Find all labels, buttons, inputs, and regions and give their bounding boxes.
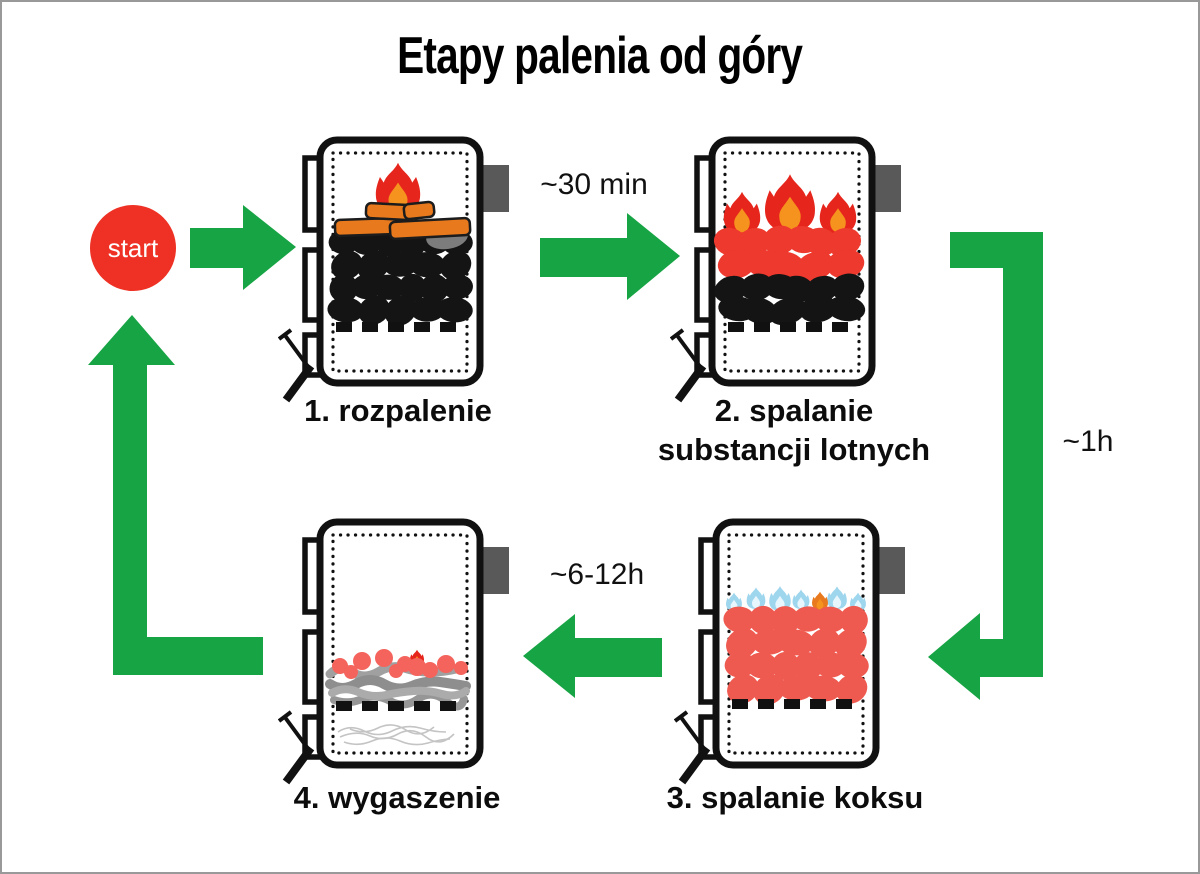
page-title: Etapy palenia od góry [0,26,1200,86]
stage-3-label: 3. spalanie koksu [666,780,924,815]
stage-1-label: 1. rozpalenie [304,393,492,428]
stove-graphic-spalanie-lotnych [669,136,901,403]
combustion-chamber-outline [727,533,865,755]
embers-icon [332,649,468,679]
stove-icon-stage-3 [673,514,909,786]
stove-graphic-spalanie-koksu [673,518,905,785]
arrow-stage4-to-start [88,315,263,675]
combustion-chamber-outline [331,151,469,373]
start-node: start [90,205,176,291]
damper-lever-icon [277,710,315,785]
damper-lever-icon [277,328,315,403]
stage-2-label-line2: substancji lotnych [657,432,931,467]
stage-2-label: 2. spalanie substancji lotnych [624,391,964,469]
stove-icon-stage-4 [277,514,513,786]
damper-lever-icon [669,328,707,403]
combustion-chamber-outline [331,533,469,755]
flame-icon [792,589,810,609]
arrow-stage2-to-stage3 [928,232,1043,700]
duration-label-stage2-3: ~1h [1062,425,1114,458]
stage-2-label-line1: 2. spalanie [714,393,874,428]
arrow-stage1-to-stage2 [540,213,680,300]
stage-4-label: 4. wygaszenie [293,780,501,815]
stove-graphic-wygaszenie [277,518,509,785]
duration-label-stage1-2: ~30 min [540,168,648,201]
flame-icon [723,191,761,234]
kindling-wood-icon [333,200,472,241]
damper-lever-icon [673,710,711,785]
flame-icon [812,591,828,610]
flame-icon [819,191,857,234]
stove-icon-stage-1 [277,132,513,404]
arrow-start-to-stage1 [190,205,296,290]
ash-strand [328,685,470,700]
page-title-text: Etapy palenia od góry [397,27,803,85]
combustion-chamber-outline [723,151,861,373]
flame-icon [746,587,766,609]
fallen-ash-icon [337,724,455,746]
stove-graphic-rozpalenie [277,136,509,403]
flame-icon [765,174,815,232]
duration-label-stage3-4: ~6-12h [549,558,645,591]
arrow-stage3-to-stage4 [523,614,662,698]
stove-icon-stage-2 [669,132,905,404]
flame-icon [827,586,847,609]
